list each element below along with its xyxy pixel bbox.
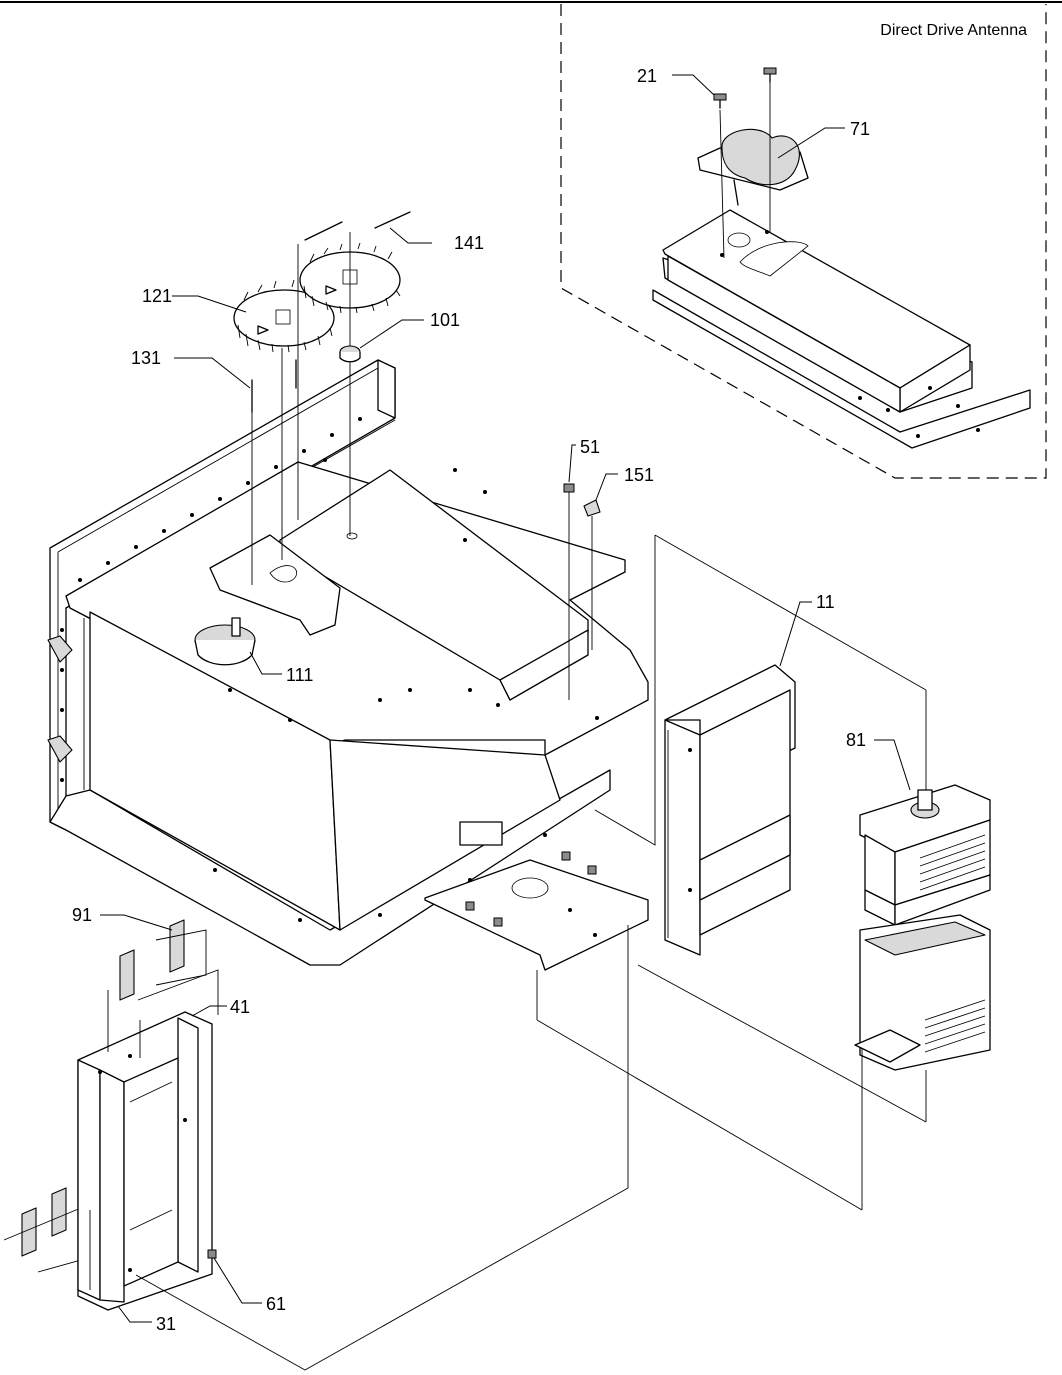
screws-141 (297, 211, 411, 536)
label-71: 71 (850, 119, 870, 139)
screw-51 (563, 483, 575, 700)
magnetron-81 (854, 690, 991, 1210)
direct-drive-antenna-inset: Direct Drive Antenna (560, 4, 1047, 479)
label-81: 81 (846, 730, 866, 750)
bushing-101 (339, 345, 361, 363)
antenna-motor (697, 80, 809, 259)
antenna-housing (652, 209, 1031, 449)
label-141: 141 (454, 233, 484, 253)
inset-dashed-border (560, 4, 1047, 479)
reference-lines (89, 534, 927, 1371)
waveguide-bracket-11 (664, 664, 796, 956)
label-121: 121 (142, 286, 172, 306)
pins-131 (251, 348, 297, 585)
label-41: 41 (230, 997, 250, 1017)
label-151: 151 (624, 465, 654, 485)
nut-151 (583, 499, 601, 650)
frame-holes (60, 417, 599, 922)
label-11: 11 (816, 592, 835, 612)
stirrer-motor-111 (194, 617, 256, 666)
label-101: 101 (430, 310, 460, 330)
label-21: 21 (637, 66, 657, 86)
stirrer-blade-121 (233, 279, 335, 353)
base-plate (424, 859, 649, 971)
pads-91 (3, 919, 207, 1273)
label-51: 51 (580, 437, 600, 457)
oven-cavity-assembly (47, 359, 649, 971)
screw-21 (713, 67, 777, 109)
cavity-front-face (329, 739, 561, 931)
label-61: 61 (266, 1294, 286, 1314)
door-latch-bracket-41 (77, 1011, 217, 1311)
inset-title: Direct Drive Antenna (880, 22, 1027, 39)
label-111: 111 (286, 665, 313, 685)
label-31: 31 (156, 1314, 176, 1334)
part-callouts: 121 131 141 101 51 151 111 11 81 91 41 6… (72, 227, 911, 1334)
front-frame-bottom (49, 769, 611, 966)
label-131: 131 (131, 348, 161, 368)
label-91: 91 (72, 905, 92, 925)
